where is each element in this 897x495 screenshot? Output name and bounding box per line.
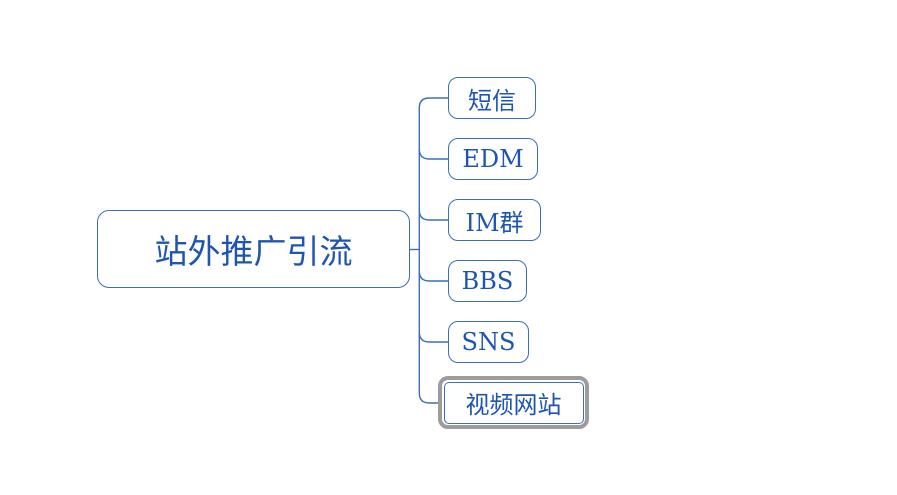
connector-branch-bbs [418,270,448,282]
child-node-edm-label: EDM [462,145,524,173]
child-node-im-group[interactable]: IM群 [448,199,541,241]
child-node-video-sites[interactable]: 视频网站 [443,381,584,424]
child-node-sns-label: SNS [461,328,516,356]
root-node[interactable]: 站外推广引流 [97,210,410,288]
connector-branch-sns [418,331,448,343]
child-node-edm[interactable]: EDM [448,138,538,180]
child-node-im-group-label: IM群 [465,208,524,237]
connector-branch-im-group [418,209,448,221]
child-node-video-sites-label: 视频网站 [465,391,562,419]
child-node-sns[interactable]: SNS [448,321,529,363]
child-node-bbs[interactable]: BBS [448,260,527,302]
selection-outline: 视频网站 [438,376,589,429]
child-node-bbs-label: BBS [461,267,514,295]
child-node-sms[interactable]: 短信 [448,77,536,119]
root-node-label: 站外推广引流 [154,232,353,271]
connector-branch-video-sites [418,392,438,404]
connector-branch-sms [418,97,448,109]
connector-branch-edm [418,148,448,160]
child-node-sms-label: 短信 [468,86,516,115]
